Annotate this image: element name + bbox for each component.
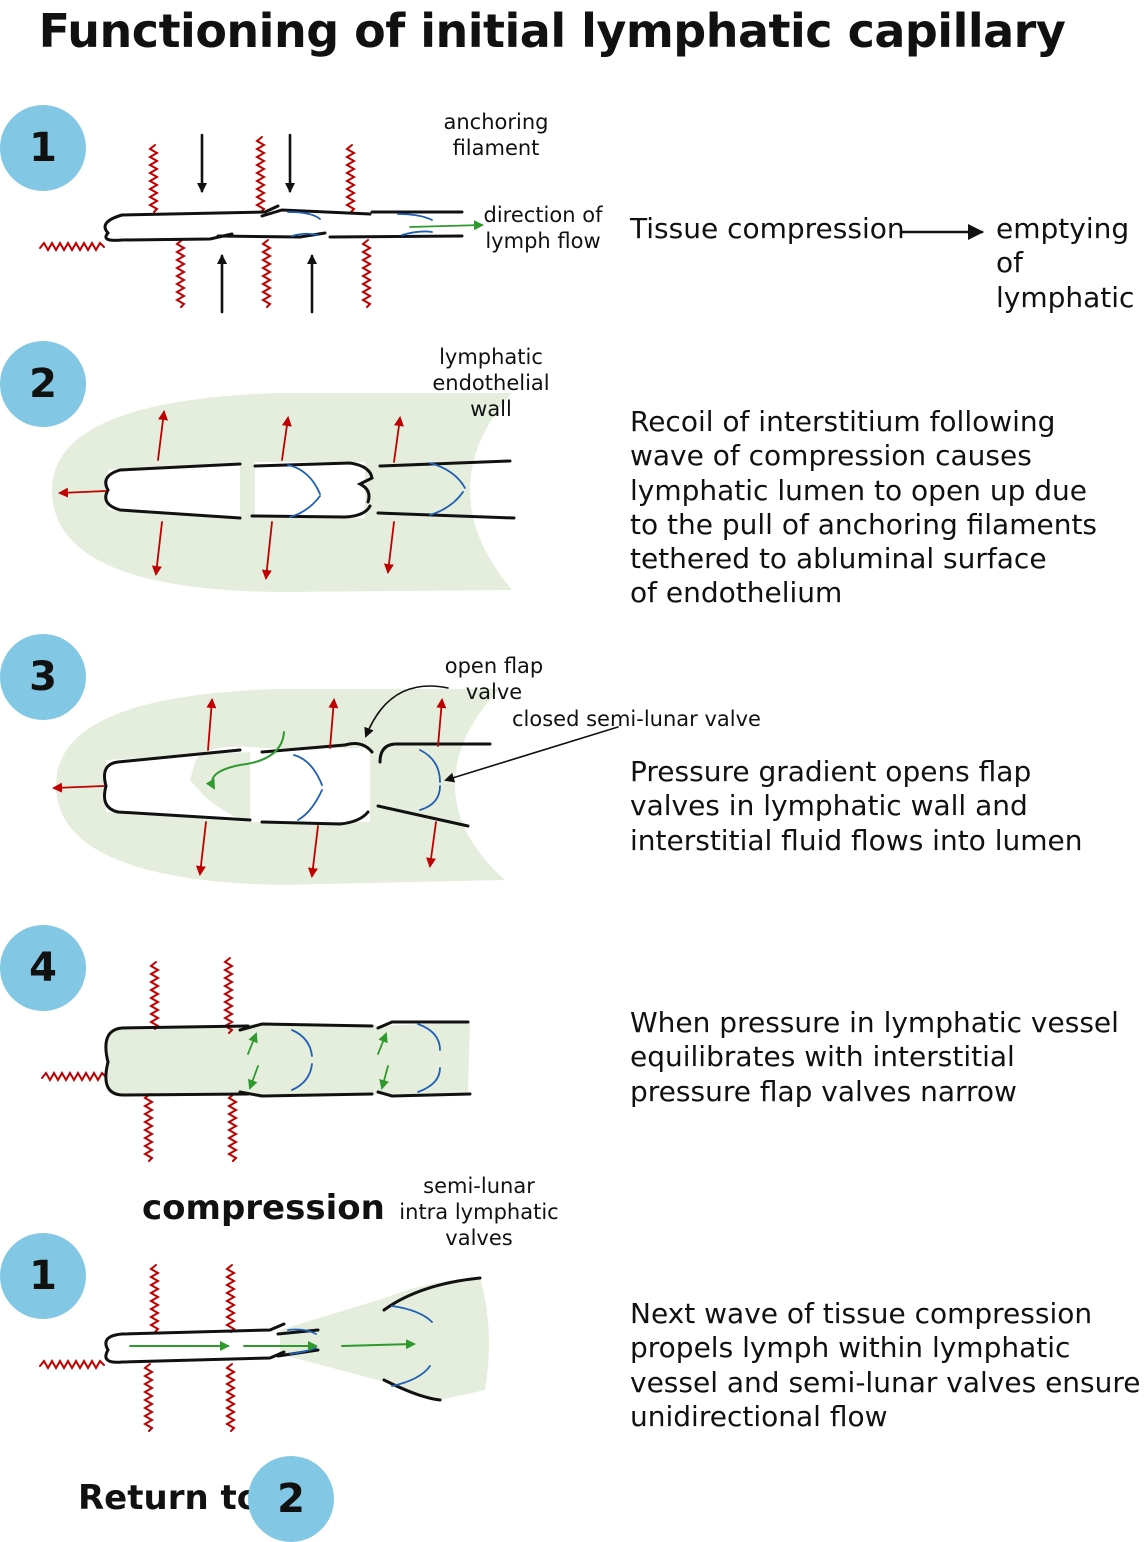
step5-diagram xyxy=(39,1264,489,1432)
step4-diagram xyxy=(41,957,472,1162)
lymph-flow-arrow xyxy=(409,220,484,231)
semilunar-valve-pointer xyxy=(444,726,619,783)
lymphatic-wall xyxy=(104,1020,472,1098)
recoil-pull-arrows xyxy=(52,698,447,878)
step1-diagram xyxy=(39,133,984,314)
step-badge-2: 2 xyxy=(0,341,86,427)
lymph-flow-label: direction of lymph flow xyxy=(483,203,603,253)
filled-lymphatic xyxy=(105,1022,470,1095)
valves xyxy=(291,1023,441,1093)
step-badge-1-repeat: 1 xyxy=(0,1233,86,1319)
step2-description: Recoil of interstitium following wave of… xyxy=(630,405,1098,610)
anchoring-filaments xyxy=(39,136,373,308)
closed-semilunar-valve-label: closed semi-lunar valve xyxy=(512,707,761,731)
step3-description: Pressure gradient opens flap valves in l… xyxy=(630,755,1083,857)
compression-arrows xyxy=(197,133,317,314)
anchoring-filament-label: anchoring filament xyxy=(443,110,549,160)
anchoring-filaments xyxy=(41,957,239,1162)
valves xyxy=(287,462,466,518)
open-lymphatic-lumen xyxy=(108,462,365,518)
page-title: Functioning of initial lymphatic capilla… xyxy=(38,4,1066,58)
semilunar-valves-label: semi-lunar intra lymphatic valves xyxy=(399,1174,559,1250)
collapsed-lymphatic xyxy=(103,204,464,242)
endothelial-wall-label: lymphatic endothelial wall xyxy=(432,345,550,421)
step2-diagram xyxy=(52,393,516,592)
lymphatic-wall xyxy=(103,742,492,828)
filled-lymphatic xyxy=(280,1278,489,1400)
step1-effect-text: emptying of lymphatic xyxy=(996,212,1135,314)
semilunar-valves xyxy=(287,211,433,237)
interstitial-inflow-arrow xyxy=(205,731,285,790)
lymphatic-wall xyxy=(104,1276,482,1402)
return-to-label: Return to xyxy=(78,1478,261,1518)
anchoring-filaments xyxy=(39,1264,237,1432)
step-badge-3: 3 xyxy=(0,634,86,720)
flap-valve-pointer xyxy=(364,685,449,738)
step-badge-1: 1 xyxy=(0,105,86,191)
step-badge-4: 4 xyxy=(0,925,86,1011)
lymph-flow-arrows xyxy=(129,1339,416,1351)
lymphatic-wall xyxy=(104,459,516,520)
open-flap-valve-label: open flap valve xyxy=(444,654,544,704)
step1-cause-text: Tissue compression xyxy=(630,212,905,245)
step5-description: Next wave of tissue compression propels … xyxy=(630,1297,1141,1433)
open-lymphatic-lumen xyxy=(106,746,370,822)
recoil-pull-arrows xyxy=(58,410,404,580)
flap-narrowing-arrows xyxy=(247,1032,389,1090)
valves xyxy=(293,749,441,821)
step3-diagram xyxy=(52,685,619,885)
return-to-badge: 2 xyxy=(248,1456,334,1542)
step4-description: When pressure in lymphatic vessel equili… xyxy=(630,1006,1119,1108)
compression-label: compression xyxy=(142,1188,385,1228)
